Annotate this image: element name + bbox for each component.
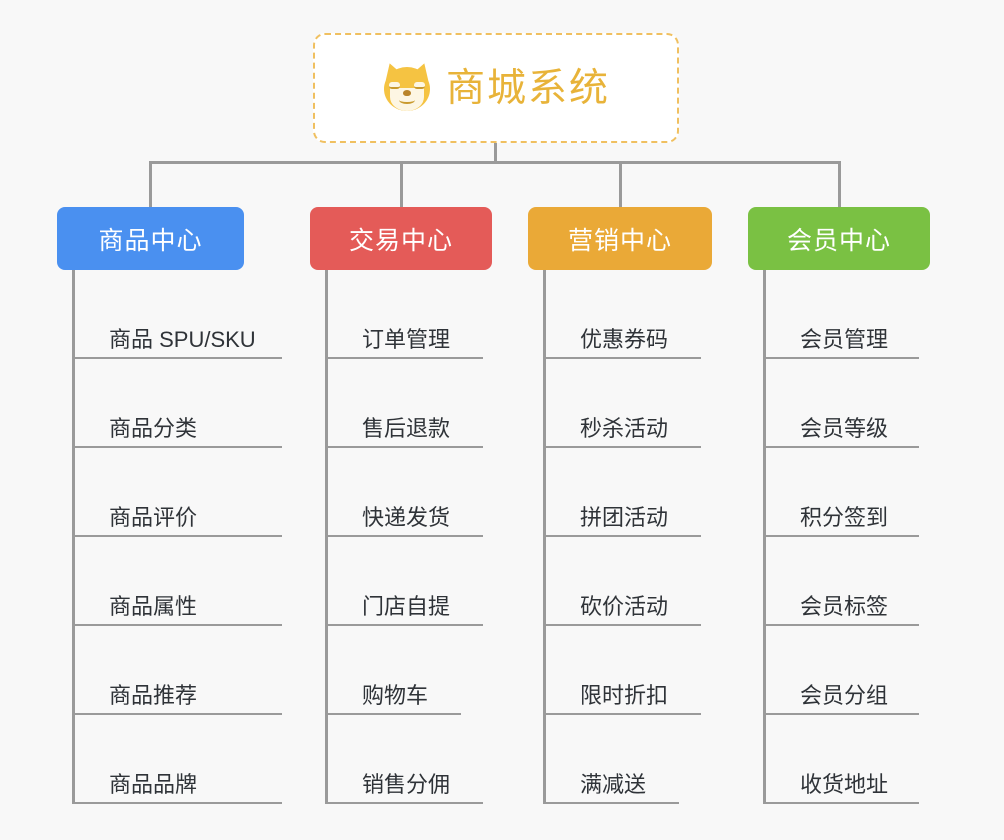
leaf-list-member: 会员管理 会员等级 积分签到 会员标签 会员分组 收货地址 xyxy=(763,270,930,804)
dog-face-icon xyxy=(381,60,433,113)
dog-nose-shape xyxy=(402,90,411,96)
leaf-label: 商品 SPU/SKU xyxy=(109,327,256,352)
leaf-item[interactable]: 会员管理 xyxy=(766,270,919,359)
leaf-label: 拼团活动 xyxy=(580,505,669,530)
leaf-item[interactable]: 购物车 xyxy=(328,626,461,715)
leaf-list-trade: 订单管理 售后退款 快递发货 门店自提 购物车 销售分佣 xyxy=(325,270,492,804)
leaf-label: 售后退款 xyxy=(362,416,451,441)
leaf-item[interactable]: 满减送 xyxy=(546,715,679,804)
leaf-label: 限时折扣 xyxy=(580,683,669,708)
branch-column-trade: 交易中心 订单管理 售后退款 快递发货 门店自提 购物车 销售分佣 xyxy=(310,207,492,804)
category-label-trade: 交易中心 xyxy=(348,226,453,255)
leaf-label: 会员等级 xyxy=(800,416,889,441)
leaf-item[interactable]: 商品 SPU/SKU xyxy=(75,270,282,359)
leaf-item[interactable]: 商品品牌 xyxy=(75,715,282,804)
leaf-list-marketing: 优惠券码 秒杀活动 拼团活动 砍价活动 限时折扣 满减送 xyxy=(543,270,712,804)
leaf-label: 购物车 xyxy=(362,683,429,708)
leaf-label: 商品分类 xyxy=(109,416,198,441)
connector-horizontal-bus xyxy=(149,161,841,164)
branch-column-member: 会员中心 会员管理 会员等级 积分签到 会员标签 会员分组 收货地址 xyxy=(748,207,930,804)
root-title: 商城系统 xyxy=(445,66,610,110)
leaf-item[interactable]: 会员标签 xyxy=(766,537,919,626)
leaf-label: 商品品牌 xyxy=(109,772,198,797)
leaf-label: 订单管理 xyxy=(362,327,451,352)
leaf-item[interactable]: 积分签到 xyxy=(766,448,919,537)
category-label-product: 商品中心 xyxy=(98,226,203,255)
leaf-label: 会员管理 xyxy=(800,327,889,352)
connector-drop-3 xyxy=(619,161,622,207)
leaf-item[interactable]: 售后退款 xyxy=(328,359,483,448)
connector-drop-1 xyxy=(149,161,152,207)
leaf-item[interactable]: 秒杀活动 xyxy=(546,359,701,448)
category-box-product[interactable]: 商品中心 xyxy=(57,207,244,270)
category-label-marketing: 营销中心 xyxy=(567,226,672,255)
leaf-label: 商品属性 xyxy=(109,594,198,619)
leaf-item[interactable]: 快递发货 xyxy=(328,448,483,537)
category-box-trade[interactable]: 交易中心 xyxy=(310,207,492,270)
leaf-item[interactable]: 砍价活动 xyxy=(546,537,701,626)
dog-eye-right-shape xyxy=(413,82,425,89)
leaf-item[interactable]: 限时折扣 xyxy=(546,626,701,715)
leaf-label: 砍价活动 xyxy=(580,594,669,619)
leaf-label: 秒杀活动 xyxy=(580,416,669,441)
leaf-label: 优惠券码 xyxy=(580,327,669,352)
leaf-item[interactable]: 会员分组 xyxy=(766,626,919,715)
leaf-item[interactable]: 商品推荐 xyxy=(75,626,282,715)
branch-column-product: 商品中心 商品 SPU/SKU 商品分类 商品评价 商品属性 商品推荐 商品品牌 xyxy=(57,207,282,804)
leaf-label: 快递发货 xyxy=(362,505,451,530)
leaf-list-product: 商品 SPU/SKU 商品分类 商品评价 商品属性 商品推荐 商品品牌 xyxy=(72,270,282,804)
leaf-label: 商品评价 xyxy=(109,505,198,530)
leaf-label: 积分签到 xyxy=(800,505,889,530)
leaf-item[interactable]: 商品分类 xyxy=(75,359,282,448)
leaf-item[interactable]: 会员等级 xyxy=(766,359,919,448)
dog-mouth-shape xyxy=(398,96,415,104)
leaf-label: 销售分佣 xyxy=(362,772,451,797)
category-box-marketing[interactable]: 营销中心 xyxy=(528,207,712,270)
category-label-member: 会员中心 xyxy=(786,226,891,255)
leaf-label: 满减送 xyxy=(580,772,647,797)
leaf-item[interactable]: 销售分佣 xyxy=(328,715,483,804)
category-box-member[interactable]: 会员中心 xyxy=(748,207,930,270)
leaf-label: 会员标签 xyxy=(800,594,889,619)
leaf-item[interactable]: 优惠券码 xyxy=(546,270,701,359)
leaf-item[interactable]: 订单管理 xyxy=(328,270,483,359)
leaf-item[interactable]: 拼团活动 xyxy=(546,448,701,537)
leaf-label: 会员分组 xyxy=(800,683,889,708)
branch-column-marketing: 营销中心 优惠券码 秒杀活动 拼团活动 砍价活动 限时折扣 满减送 xyxy=(528,207,712,804)
root-node[interactable]: 商城系统 xyxy=(313,33,679,143)
leaf-label: 商品推荐 xyxy=(109,683,198,708)
leaf-item[interactable]: 商品评价 xyxy=(75,448,282,537)
leaf-label: 门店自提 xyxy=(362,594,451,619)
connector-root-stem xyxy=(494,143,497,164)
dog-eye-left-shape xyxy=(388,82,400,89)
leaf-item[interactable]: 收货地址 xyxy=(766,715,919,804)
connector-drop-4 xyxy=(838,161,841,207)
leaf-item[interactable]: 商品属性 xyxy=(75,537,282,626)
connector-drop-2 xyxy=(400,161,403,207)
leaf-item[interactable]: 门店自提 xyxy=(328,537,483,626)
leaf-label: 收货地址 xyxy=(800,772,889,797)
